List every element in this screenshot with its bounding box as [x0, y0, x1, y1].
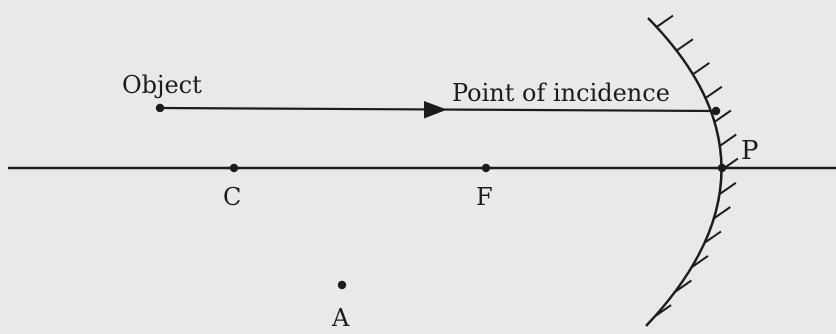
hatch-mark [713, 206, 731, 220]
ray-arrowhead [424, 101, 447, 119]
hatch-mark [676, 38, 694, 52]
hatch-mark [704, 85, 723, 99]
pole-label: P [741, 136, 759, 166]
hatch-mark [713, 109, 732, 123]
incidence-point [711, 106, 721, 116]
object-label: Object [122, 71, 202, 99]
hatch-mark [654, 304, 672, 318]
center-point [229, 163, 239, 173]
hatch-mark [692, 62, 710, 76]
hatch-mark [719, 133, 737, 147]
point-a [337, 280, 347, 290]
incidence-label: Point of incidence [452, 79, 670, 107]
focus-label: F [476, 183, 493, 211]
hatch-mark [718, 181, 737, 196]
hatch-mark [656, 14, 674, 28]
point-a-label: A [331, 304, 350, 332]
mirror-hatching [654, 14, 739, 318]
pole-point [717, 163, 727, 173]
hatch-mark [691, 255, 709, 269]
object-point [155, 103, 165, 113]
hatch-mark [674, 279, 692, 293]
focus-point [481, 163, 491, 173]
center-label: C [223, 183, 241, 211]
hatch-mark [704, 230, 722, 244]
